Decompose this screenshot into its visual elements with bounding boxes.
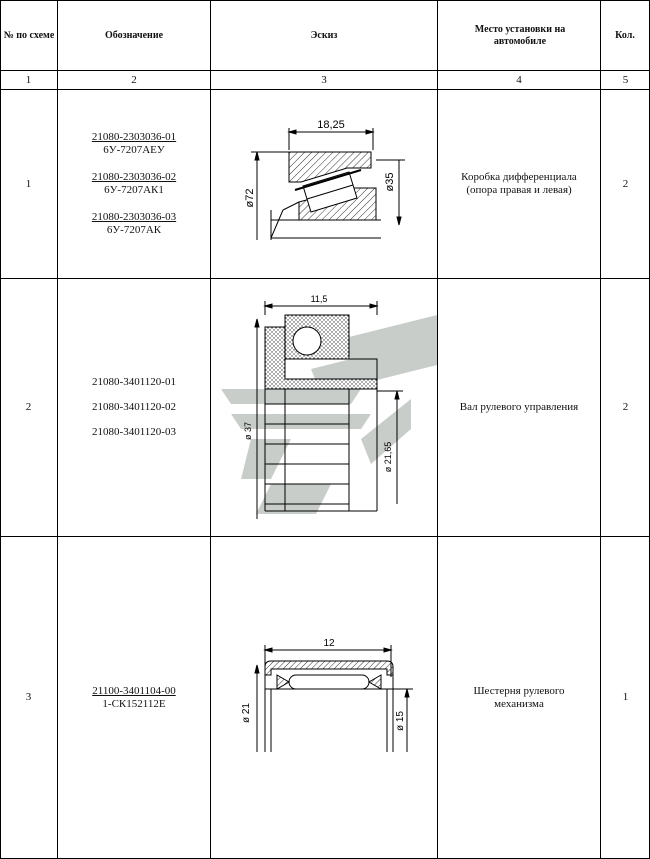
- dim-inner-diameter: ø 15: [395, 711, 406, 731]
- row-2-qty: 2: [622, 401, 629, 413]
- designation-alt: 1-СК152112Е: [102, 697, 166, 710]
- designation-item: 21100-3401104-00 1-СК152112Е: [92, 685, 176, 711]
- row-1-qty: 2: [622, 177, 629, 190]
- col-number-3: 3: [321, 73, 327, 86]
- col-number-4: 4: [516, 73, 522, 86]
- designation-alt: 6У-7207АК: [106, 224, 162, 236]
- row-2-number: 2: [25, 401, 32, 413]
- dim-outer-diameter: ø 37: [243, 422, 253, 440]
- designation-code: 21080-2303036-02: [91, 171, 177, 183]
- dim-outer-diameter: ø 21: [241, 703, 252, 723]
- dim-inner-diameter: ø35: [384, 173, 396, 192]
- row-3-place: Шестерня рулевого механизма: [473, 684, 565, 710]
- designation-item: 21080-3401120-02: [92, 401, 176, 414]
- row-2-place: Вал рулевого управления: [459, 401, 579, 413]
- dim-width: 11,5: [311, 294, 328, 304]
- designation-code: 21100-3401104-00: [92, 684, 176, 697]
- header-qty: Кол.: [615, 30, 635, 41]
- row-1-designations: 21080-2303036-01 6У-7207АЕУ 21080-230303…: [58, 90, 210, 278]
- designation-alt: 6У-7207АЕУ: [103, 144, 165, 156]
- row-3-number: 3: [25, 691, 32, 703]
- dim-width: 18,25: [317, 119, 345, 131]
- col-number-5: 5: [622, 73, 629, 86]
- row-3-designations: 21100-3401104-00 1-СК152112Е: [58, 537, 210, 858]
- designation-item: 21080-3401120-01: [92, 376, 176, 389]
- designation-code: 21080-3401120-03: [92, 426, 176, 438]
- designation-code: 21080-3401120-01: [92, 376, 176, 388]
- dim-width: 12: [323, 638, 335, 649]
- designation-code: 21080-2303036-03: [91, 211, 177, 223]
- row-1-place: Коробка дифференциала (опора правая и ле…: [461, 171, 577, 196]
- sketch-ball-bearing: 11,5 ø 37 ø 21,65: [221, 294, 437, 519]
- designation-item: 21080-2303036-03 6У-7207АК: [92, 211, 176, 237]
- designation-item: 21080-2303036-01 6У-7207АЕУ: [92, 131, 176, 157]
- header-designation: Обозначение: [104, 30, 164, 41]
- sketch-needle-bearing: 12 ø 21 ø 15: [241, 638, 413, 752]
- header-place: Место установки на автомобиле: [474, 24, 566, 47]
- dim-outer-diameter: ø72: [244, 189, 256, 208]
- designation-item: 21080-3401120-03: [92, 426, 176, 439]
- watermark-logo: [221, 315, 437, 514]
- col-number-1: 1: [25, 73, 32, 86]
- row-1-number: 1: [25, 177, 32, 190]
- header-sketch: Эскиз: [310, 30, 338, 41]
- designation-item: 21080-2303036-02 6У-7207АК1: [92, 171, 176, 197]
- designation-code: 21080-3401120-02: [92, 401, 176, 413]
- col-number-2: 2: [131, 73, 137, 86]
- row-2-designations: 21080-3401120-01 21080-3401120-02 21080-…: [58, 279, 210, 536]
- row-3-qty: 1: [622, 691, 629, 703]
- dim-inner-diameter: ø 21,65: [383, 442, 393, 473]
- header-no: № по схеме: [3, 30, 55, 41]
- designation-code: 21080-2303036-01: [91, 131, 177, 143]
- sketch-tapered-roller-bearing: 18,25 ø72 ø35: [244, 119, 405, 240]
- designation-alt: 6У-7207АК1: [104, 184, 164, 196]
